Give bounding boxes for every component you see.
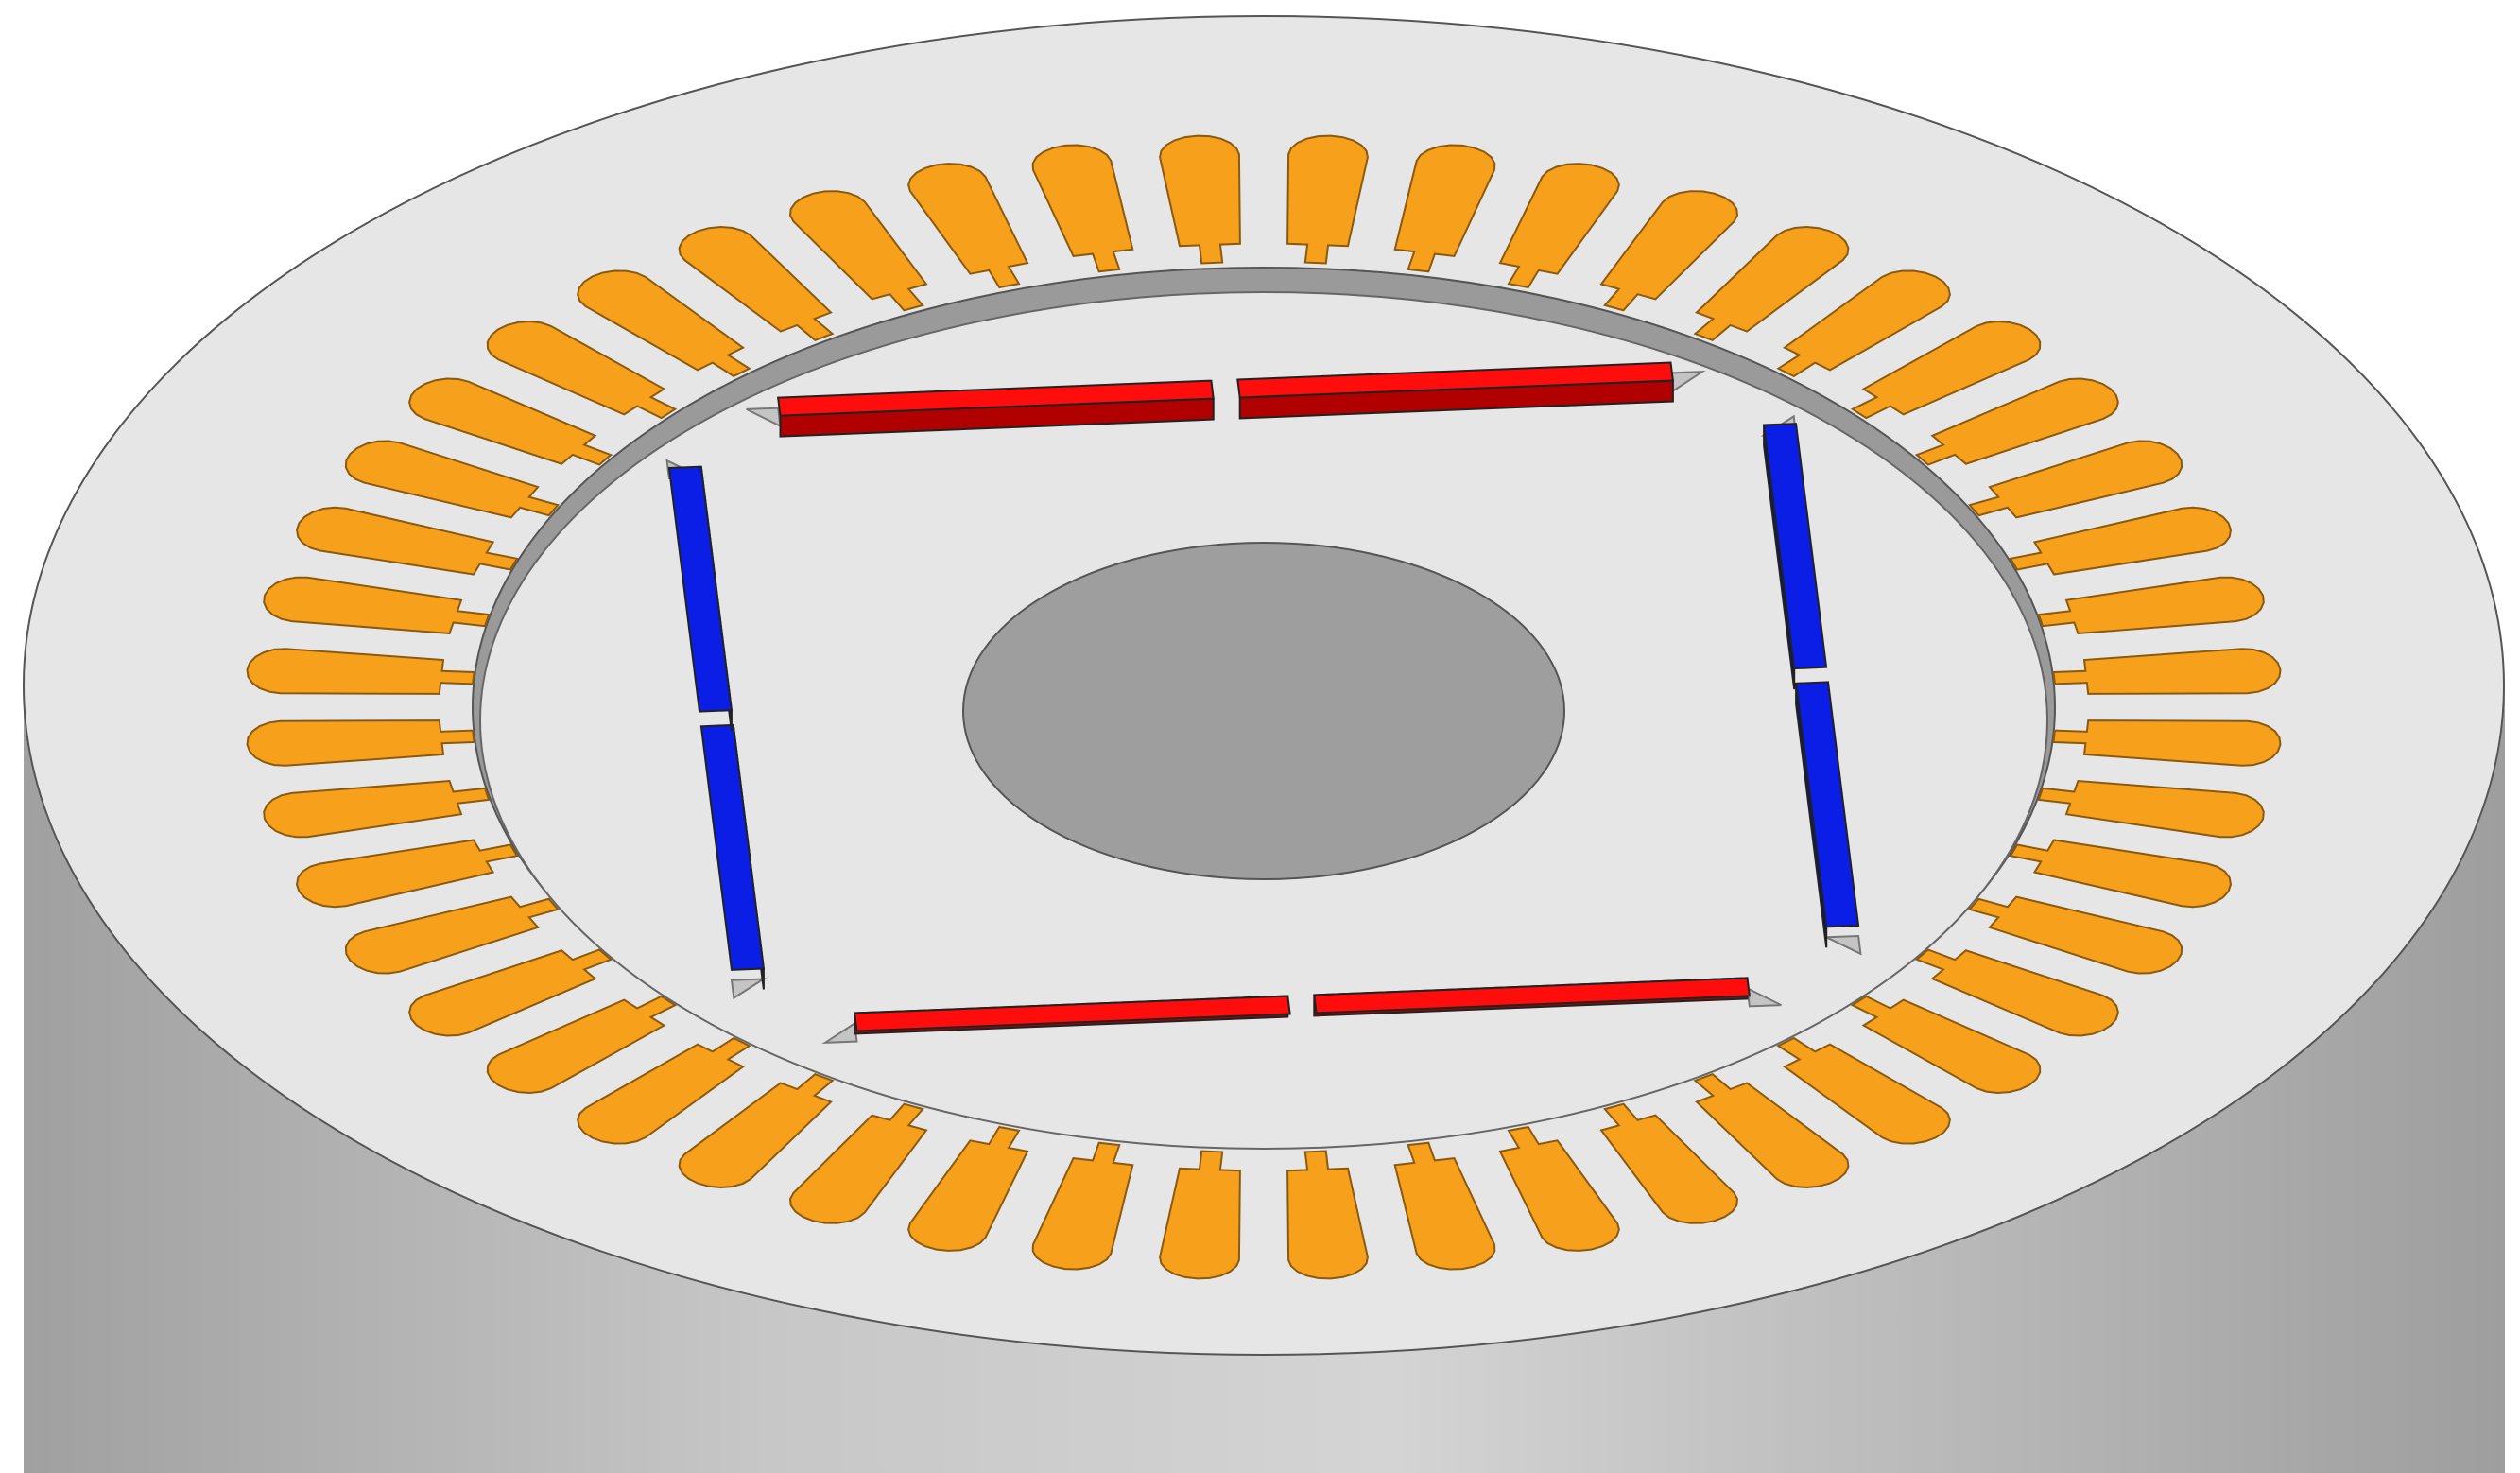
- stator-winding-slot: [577, 1036, 751, 1145]
- magnet-end-pocket: [1746, 986, 1782, 1008]
- stator-winding-slot: [1498, 163, 1620, 289]
- south-magnet-segment: [1762, 423, 1828, 670]
- stator-winding-slot: [344, 895, 561, 975]
- magnet-end-pocket: [1825, 934, 1862, 956]
- stator-winding-slot: [1031, 1141, 1134, 1271]
- stator-winding-slot: [344, 440, 561, 519]
- stator-side-wall: [24, 685, 2505, 1473]
- stator-winding-slot: [1850, 320, 2042, 420]
- stator-winding-slot: [1693, 225, 1850, 341]
- stator-winding-slot: [678, 1073, 835, 1189]
- south-magnet-segment: [699, 723, 766, 971]
- stator-winding-slot: [1850, 995, 2042, 1095]
- stator-winding-slot: [263, 779, 491, 839]
- stator-winding-slot: [1159, 134, 1241, 265]
- stator-winding-slot: [246, 648, 475, 695]
- stator-winding-slot: [1776, 1036, 1951, 1145]
- stator-windings: [246, 134, 2282, 1280]
- stator-winding-slot: [263, 576, 491, 635]
- magnet-end-pocket: [730, 978, 768, 1000]
- stator-winding-slot: [907, 163, 1029, 289]
- stator-winding-slot: [1159, 1150, 1241, 1280]
- stator-winding-slot: [788, 1102, 928, 1224]
- stator-winding-slot: [1393, 1141, 1496, 1271]
- stator-winding-slot: [1393, 144, 1496, 273]
- stator-winding-slot: [1967, 895, 2183, 975]
- north-magnet-segment: [1313, 977, 1752, 1014]
- stator-winding-slot: [1599, 1102, 1739, 1224]
- rotor-magnets: [665, 361, 1862, 1045]
- stator-winding-slot: [486, 320, 678, 420]
- north-magnet-segment: [853, 995, 1291, 1032]
- stator-winding-slot: [2009, 839, 2233, 909]
- rotor: [472, 267, 2056, 1150]
- stator-winding-slot: [1914, 377, 2119, 466]
- stator-winding-slot: [2052, 648, 2282, 695]
- stator-winding-slot: [2037, 779, 2265, 839]
- stator-winding-slot: [486, 995, 678, 1095]
- stator-winding-slot: [246, 719, 475, 767]
- magnet-end-pocket: [746, 407, 782, 428]
- stator-winding-slot: [1776, 269, 1951, 378]
- stator-winding-slot: [678, 225, 835, 341]
- stator-winding-slot: [1914, 948, 2119, 1037]
- stator-winding-slot: [1967, 440, 2183, 519]
- stator-winding-slot: [788, 190, 928, 312]
- stator-winding-slot: [1286, 134, 1369, 265]
- stator-winding-slot: [408, 948, 613, 1037]
- stator-winding-slot: [1286, 1150, 1369, 1280]
- stator-winding-slot: [2052, 719, 2282, 767]
- stator-winding-slot: [1599, 190, 1739, 312]
- stator-winding-slot: [408, 377, 613, 466]
- stator-winding-slot: [1693, 1073, 1850, 1189]
- stator-winding-slot: [2009, 506, 2233, 576]
- south-magnet-segment: [1794, 681, 1860, 928]
- stator-winding-slot: [907, 1125, 1029, 1252]
- shaft: [962, 542, 1565, 880]
- stator-winding-slot: [1498, 1125, 1620, 1252]
- north-magnet-segment: [1236, 361, 1675, 399]
- north-magnet-segment: [776, 379, 1215, 417]
- stator-winding-slot: [295, 506, 519, 576]
- stator-winding-slot: [2037, 576, 2265, 635]
- stator-winding-slot: [1031, 144, 1134, 273]
- stator-winding-slot: [295, 839, 519, 909]
- south-magnet-segment: [667, 465, 734, 713]
- stator-winding-slot: [577, 269, 751, 378]
